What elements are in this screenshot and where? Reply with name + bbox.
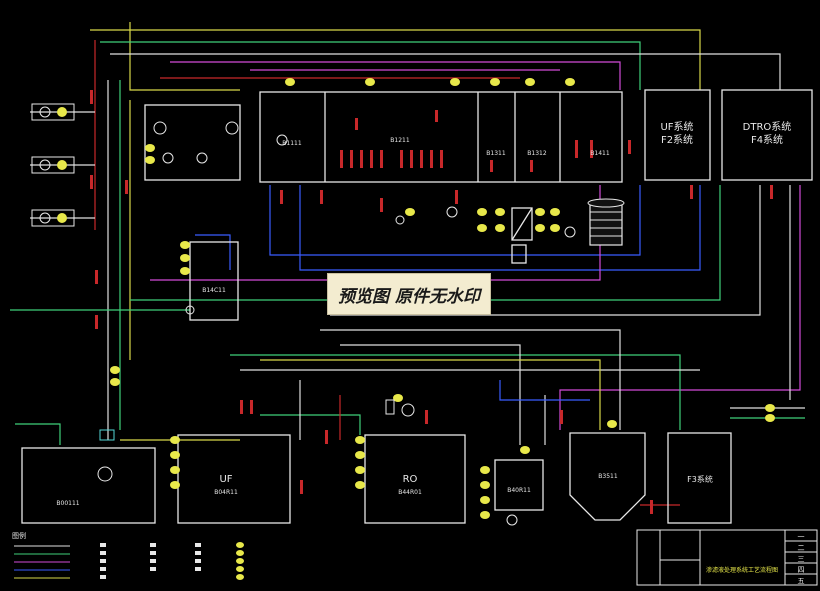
title-row-4: 四 [798,566,805,574]
uf-f2-box [644,89,711,181]
uf-tank-box [177,434,291,524]
title-row-5: 五 [798,577,805,585]
legend-symbols [100,543,201,579]
title-block-text: 一 二 三 四 五 渗滤液处理系统工艺流程图 [706,533,805,585]
equipment-outlines [21,89,813,524]
uf-f2-line2: F2系统 [661,133,693,146]
pipe-white-top [110,53,781,90]
bio-b2-code: B1211 [390,137,410,144]
small-vessel [511,244,527,264]
pump-3 [31,209,75,227]
f3-code: F3系统 [687,474,713,484]
preview-watermark: 预览图 原件无水印 [328,274,490,314]
pump-1 [31,103,75,121]
sludge-code: B3511 [598,473,618,480]
dtro-f4-box [721,89,813,181]
cyan-device [99,429,115,441]
title-block-frame [636,529,818,586]
cooling-tower [587,198,625,246]
dosing-skid [144,104,241,181]
title-block [636,529,818,586]
drawing-title: 渗滤液处理系统工艺流程图 [706,566,778,574]
pipe-blue-low [499,380,590,401]
bio-b5-code: B1411 [590,150,610,157]
pipe-green-mid [130,185,721,301]
pipe-blue-mid-2 [299,185,701,271]
legend-heading: 图例 [12,531,26,540]
ro-tank-box [364,434,466,524]
small-b-box [494,459,544,511]
dtro-f4-line2: F4系统 [751,133,783,146]
pipe-blue-mid-3 [195,234,231,270]
white-pumps [97,121,576,526]
equipment-labels: UF系统 F2系统 DTRO系统 F4系统 UF B04R11 RO B44R0… [56,120,791,507]
bio-b4-code: B1312 [527,150,547,157]
uf-tank-code: B04R11 [214,489,238,496]
pipe-white-low-2 [330,185,761,316]
pipe-inlet-left-2 [15,423,61,445]
bioreactor-group [259,91,623,183]
ro-tank-name: RO [403,474,418,485]
pipe-green-low-2 [260,414,361,435]
aux-tank-code: B14C11 [202,287,226,294]
red-valve-clusters [90,90,773,514]
instrument-tags [110,78,775,519]
title-row-1: 一 [798,533,805,541]
pipe-yellow-top-2 [129,22,240,91]
title-row-2: 二 [798,544,805,552]
legend-tags [236,542,244,580]
left-tank-code: B00111 [56,500,79,507]
pipe-green-top [100,41,641,90]
pipe-yellow-top-1 [90,29,701,90]
dtro-f4-line1: DTRO系统 [743,120,792,133]
left-tank-box [21,447,156,524]
ro-tank-code: B44R01 [398,489,422,496]
pipe-white-low-3 [320,329,621,430]
legend: 图例 [12,531,244,580]
bio-b3-code: B1311 [486,150,506,157]
sludge-tank [569,432,646,521]
uf-tank-name: UF [219,474,232,485]
pipe-white-low-4 [340,344,521,445]
pipe-green-lower [230,354,681,430]
pipe-blue-mid-1 [269,185,641,256]
aux-tank-box [189,241,239,321]
hx-diagonal [511,207,533,241]
pipe-yellow-low [260,359,601,430]
uf-f2-line1: UF系统 [660,120,693,133]
filter-box [385,399,395,415]
small-b-code: B40R11 [507,487,531,494]
heat-exchanger [511,207,533,241]
f3-box [667,432,732,524]
pipe-magenta-top [170,61,621,90]
title-row-3: 三 [798,555,805,563]
bio-b1-code: B1111 [282,140,302,147]
symbols [31,78,775,526]
pump-2 [31,156,75,174]
